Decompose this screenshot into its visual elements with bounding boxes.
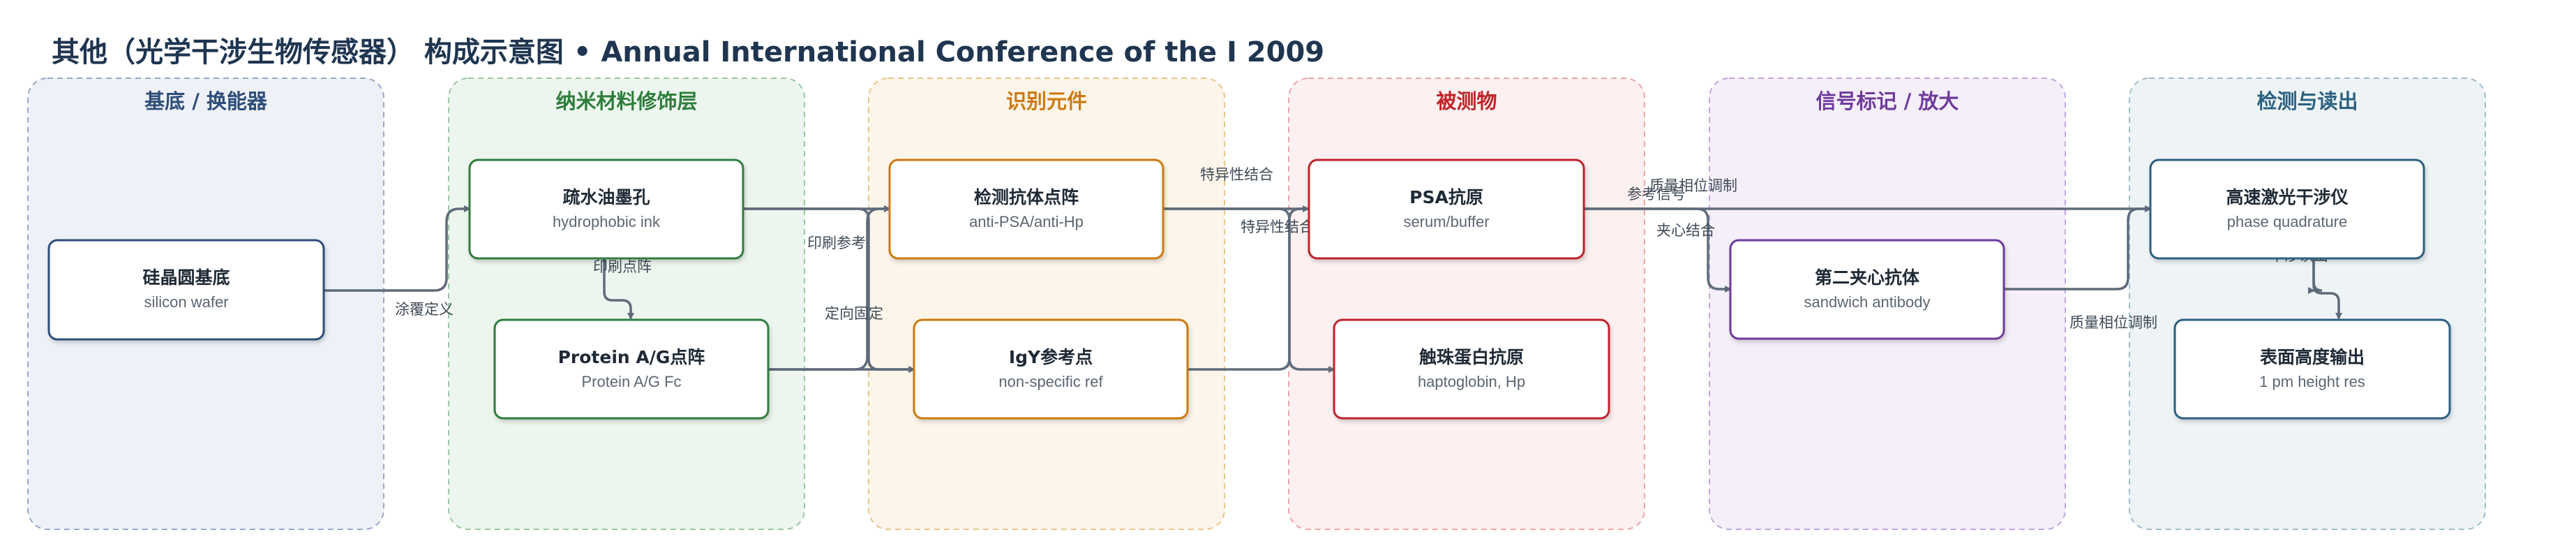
edge-label-specific-1: 特异性结合: [1200, 166, 1273, 183]
edges: [324, 205, 2342, 373]
lane-analyte: 被测物: [1288, 78, 1645, 530]
lane-readout: 检测与读出: [2129, 78, 2486, 530]
node-title: PSA抗原: [1409, 187, 1483, 207]
node-protein-ag: Protein A/G点阵 Protein A/G Fc: [493, 318, 770, 420]
node-title: 表面高度输出: [2260, 347, 2365, 367]
node-title: 触珠蛋白抗原: [1419, 347, 1524, 367]
node-subtitle: hydrophobic ink: [553, 213, 661, 230]
node-detection-antibody: 检测抗体点阵 anti-PSA/anti-Hp: [888, 159, 1165, 260]
node-subtitle: phase quadrature: [2227, 213, 2347, 230]
edge-silicon-to-ink: [324, 205, 471, 292]
node-title: 检测抗体点阵: [974, 187, 1079, 207]
edge-label-print-dots: 印刷点阵: [593, 258, 652, 275]
node-hydrophobic-ink: 疏水油墨孔 hydrophobic ink: [468, 159, 744, 260]
node-subtitle: haptoglobin, Hp: [1418, 373, 1525, 390]
edge-label-quality-mod-top: 质量相位调制: [1649, 177, 1737, 194]
edge-label-coat: 涂覆定义: [395, 301, 454, 318]
edge-laser-to-height-drop: [2312, 258, 2342, 320]
edge-igy-to-laser: [1188, 205, 2152, 371]
node-subtitle: non-specific ref: [998, 373, 1103, 390]
lane-nano-coating: 纳米材料修饰层: [448, 78, 805, 530]
lane-title: 被测物: [1436, 89, 1497, 113]
lane-title: 基底 / 换能器: [144, 89, 268, 113]
node-subtitle: anti-PSA/anti-Hp: [969, 213, 1084, 230]
edge-label-quality-mod-bottom: 质量相位调制: [2069, 314, 2157, 331]
node-title: 疏水油墨孔: [562, 187, 650, 207]
node-subtitle: sandwich antibody: [1804, 293, 1930, 311]
node-silicon-wafer: 硅晶圆基底 silicon wafer: [47, 239, 325, 341]
edge-sandwich-to-laser: [2004, 205, 2152, 291]
node-title: 第二夹心抗体: [1815, 267, 1920, 288]
node-title: 硅晶圆基底: [142, 267, 230, 288]
lane-title: 纳米材料修饰层: [555, 89, 697, 113]
edge-label-specific-2: 特异性结合: [1241, 219, 1314, 235]
edge-psa-to-sandwich: [1584, 207, 1732, 293]
node-title: IgY参考点: [1009, 347, 1093, 367]
node-subtitle: 1 pm height res: [2259, 373, 2365, 390]
node-title: 高速激光干涉仪: [2226, 187, 2349, 207]
node-haptoglobin-antigen: 触珠蛋白抗原 haptoglobin, Hp: [1333, 318, 1610, 420]
edge-label-ref-signal: 参考信号: [1627, 186, 1686, 203]
node-psa-antigen: PSA抗原 serum/buffer: [1308, 159, 1585, 260]
lane-recognition: 识别元件: [868, 78, 1225, 530]
lane-title: 检测与读出: [2256, 89, 2358, 113]
node-subtitle: Protein A/G Fc: [581, 373, 681, 390]
node-igy-reference: IgY参考点 non-specific ref: [913, 318, 1189, 420]
node-subtitle: serum/buffer: [1403, 213, 1489, 230]
lane-title: 识别元件: [1006, 89, 1087, 113]
node-laser-interferometer: 高速激光干涉仪 phase quadrature: [2149, 159, 2425, 260]
edge-label-orient: 定向固定: [825, 305, 883, 322]
node-subtitle: silicon wafer: [144, 293, 228, 311]
lane-title: 信号标记 / 放大: [1816, 89, 1959, 113]
diagram-title: 其他（光学干涉生物传感器） 构成示意图 • Annual Internation…: [52, 36, 1324, 68]
node-sandwich-antibody: 第二夹心抗体 sandwich antibody: [1729, 239, 2005, 340]
node-title: Protein A/G点阵: [558, 347, 705, 367]
edge-ink-to-protein: [603, 258, 634, 320]
edge-label-print-ref: 印刷参考: [807, 235, 866, 251]
node-surface-height-output: 表面高度输出 1 pm height res: [2173, 318, 2451, 420]
edge-label-sandwich-bind: 夹心结合: [1656, 222, 1715, 239]
